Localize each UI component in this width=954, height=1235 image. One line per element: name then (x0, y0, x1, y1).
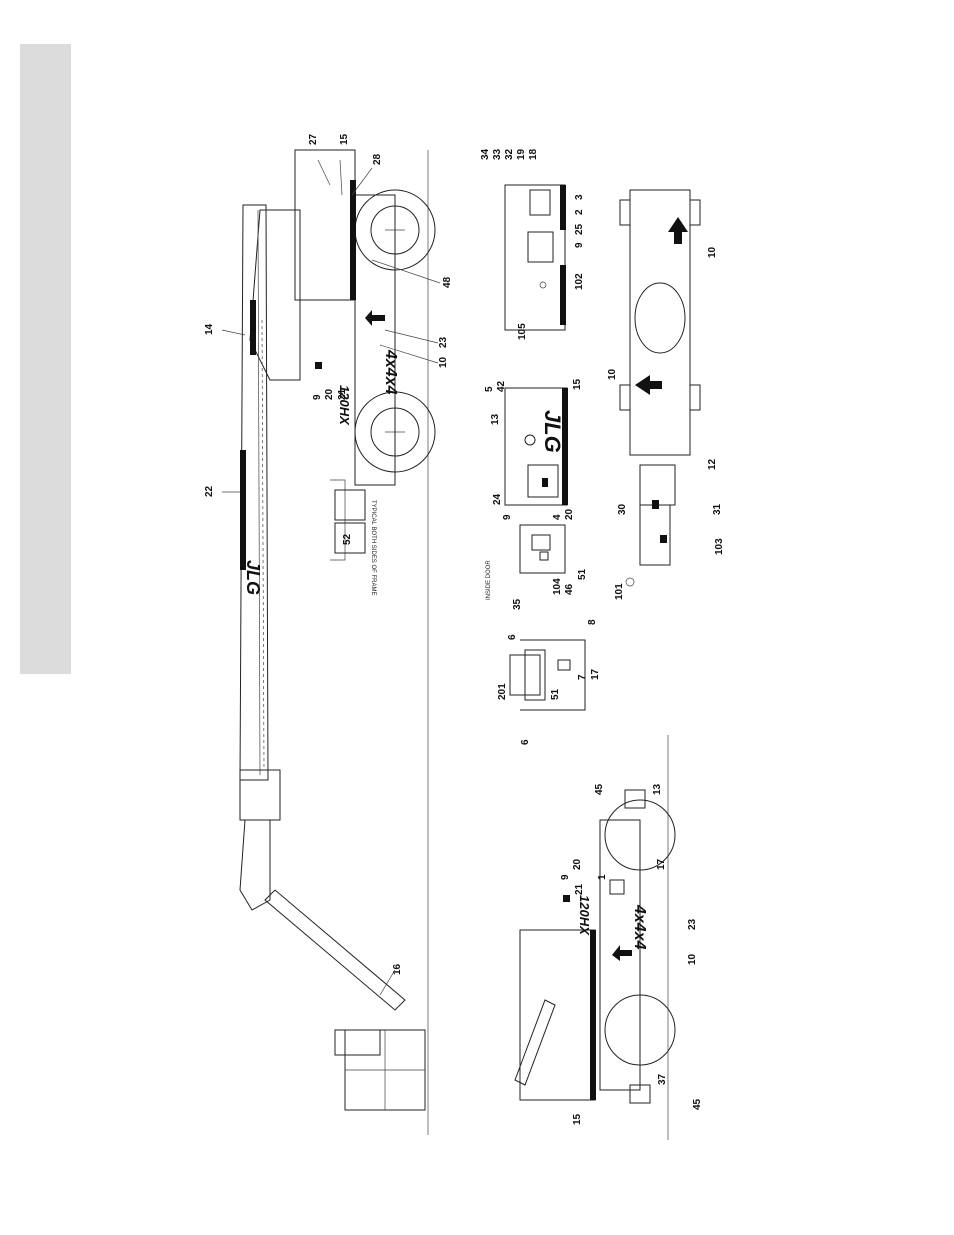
callout-21: 21 (337, 388, 348, 400)
callout-18: 18 (528, 148, 539, 160)
main-machine-view: JLG 120HX 4x4x4 TYPICAL BOTH SIDES OF FR… (204, 133, 453, 1135)
callout-51b: 51 (550, 688, 561, 700)
callout-20: 20 (324, 388, 335, 400)
callout-15: 15 (339, 133, 350, 145)
callout-21b: 21 (574, 883, 585, 895)
rear-panel-detail: 34 33 32 19 18 3 2 25 9 102 105 (480, 148, 585, 340)
callout-201: 201 (497, 683, 508, 700)
callout-31: 31 (712, 503, 723, 515)
callout-9c: 9 (502, 514, 513, 520)
callout-7: 7 (577, 674, 588, 680)
chassis-frame (355, 195, 395, 485)
callout-24: 24 (492, 493, 503, 505)
jlg-logo: JLG (540, 410, 565, 453)
callout-10c: 10 (607, 368, 618, 380)
callout-32: 32 (504, 148, 515, 160)
counterweight (295, 150, 355, 300)
callout-51: 51 (577, 568, 588, 580)
callout-20b: 20 (564, 508, 575, 520)
boom-logo-bar (240, 450, 246, 570)
callout-10b: 10 (707, 246, 718, 258)
callout-19: 19 (516, 148, 527, 160)
callout-20c: 20 (572, 858, 583, 870)
callout-37: 37 (657, 1073, 668, 1085)
callout-23b: 23 (687, 918, 698, 930)
callout-33: 33 (492, 148, 503, 160)
platform-console (335, 1030, 380, 1055)
callout-35: 35 (512, 598, 523, 610)
drive-decal-4x4x4-b: 4x4x4 (631, 904, 648, 950)
opposite-side-view: 120HX 4x4x4 45 13 9 20 21 1 17 23 10 15 … (515, 735, 703, 1140)
callout-25: 25 (574, 223, 585, 235)
callout-9b: 9 (574, 242, 585, 248)
callout-6: 6 (507, 634, 518, 640)
callout-9: 9 (312, 394, 323, 400)
callout-22: 22 (204, 485, 215, 497)
callout-8: 8 (587, 619, 598, 625)
inside-door-label: INSIDE DOOR (486, 560, 492, 600)
callout-3: 3 (574, 194, 585, 200)
decal-9-20 (315, 362, 322, 369)
callout-46: 46 (564, 583, 575, 595)
callout-30: 30 (617, 503, 628, 515)
callout-27: 27 (308, 133, 319, 145)
frame-bracket-detail: 12 30 31 103 101 (614, 458, 725, 600)
callout-42: 42 (496, 380, 507, 392)
callout-103: 103 (714, 538, 725, 555)
boom-chain (262, 320, 264, 770)
callout-10d: 10 (687, 953, 698, 965)
callout-12: 12 (707, 458, 718, 470)
callout-15b: 15 (572, 378, 583, 390)
callout-14: 14 (204, 323, 215, 335)
callout-102: 102 (574, 273, 585, 290)
callout-17: 17 (590, 668, 601, 680)
callout-104: 104 (552, 578, 563, 595)
turntable (250, 210, 300, 380)
arrow-decal-10 (365, 310, 385, 326)
boom-tip (240, 770, 280, 820)
callout-105: 105 (517, 323, 528, 340)
callout-13: 13 (490, 413, 501, 425)
callout-23: 23 (438, 336, 449, 348)
callout-10: 10 (438, 356, 449, 368)
callout-13b: 13 (652, 783, 663, 795)
callout-45: 45 (594, 783, 605, 795)
callout-48: 48 (442, 276, 453, 288)
callout-9d: 9 (560, 874, 571, 880)
turntable-side-detail: JLG 5 42 13 15 24 9 4 20 (484, 378, 583, 520)
stripe-15-top (350, 180, 356, 300)
jib-knuckle (240, 820, 270, 910)
callout-4: 4 (552, 514, 563, 520)
control-note: TYPICAL BOTH SIDES OF FRAME (370, 500, 376, 595)
jib-arm (265, 890, 405, 1010)
callout-2: 2 (574, 209, 585, 215)
callout-5: 5 (484, 386, 495, 392)
chassis-bottom-detail: 10 10 (607, 190, 718, 455)
callout-52: 52 (342, 533, 353, 545)
model-decal-120hx-b: 120HX (577, 895, 592, 936)
boom-brand-logo: JLG (243, 560, 263, 595)
callout-15c: 15 (572, 1113, 583, 1125)
ground-control-box: TYPICAL BOTH SIDES OF FRAME (330, 480, 376, 595)
turntable-b (520, 930, 595, 1100)
stripe-14 (250, 300, 256, 355)
callout-101: 101 (614, 583, 625, 600)
callout-16: 16 (392, 963, 403, 975)
callout-17b: 17 (656, 858, 667, 870)
arrow-decal-10b (612, 945, 632, 961)
callout-28: 28 (372, 153, 383, 165)
callout-1: 1 (597, 874, 608, 880)
platform-console-detail: 6 8 201 51 7 17 6 (497, 619, 601, 745)
inside-door-detail: INSIDE DOOR 35 104 46 51 (486, 525, 588, 610)
callout-6b: 6 (520, 739, 531, 745)
callout-45b: 45 (692, 1098, 703, 1110)
drive-decal-4x4x4: 4x4x4 (382, 349, 399, 395)
callout-34: 34 (480, 148, 491, 160)
